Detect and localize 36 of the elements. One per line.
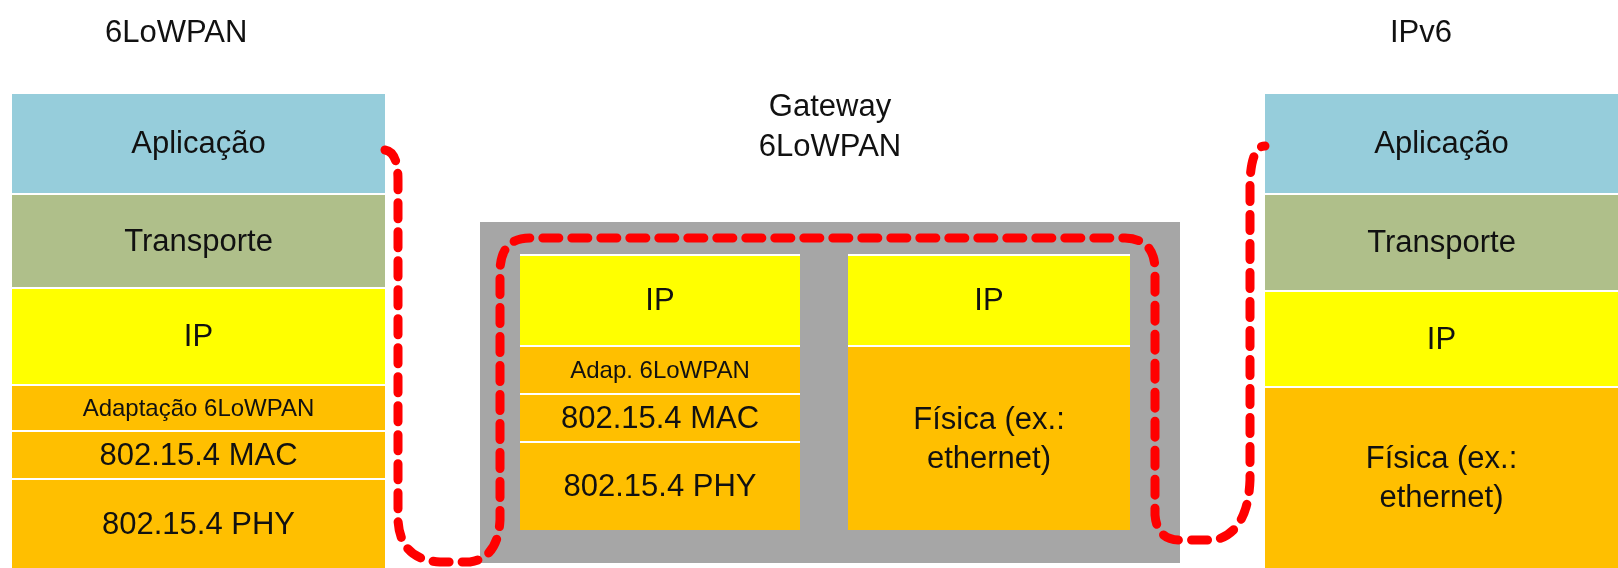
layer-label: Aplicação: [131, 124, 266, 163]
layer-box: [520, 393, 800, 441]
layer-box: [12, 478, 385, 568]
layer-label: IP: [183, 317, 214, 356]
layer-box: [12, 430, 385, 478]
layer-label: IP: [974, 281, 1004, 320]
layer-label: Física (ex.: ethernet): [912, 399, 1066, 477]
layer-label: 802.15.4 PHY: [563, 467, 757, 506]
layer-box: [12, 193, 385, 287]
layer-label: IP: [1426, 319, 1457, 358]
gateway-heading: Gateway 6LoWPAN: [757, 87, 903, 166]
layer-label: Adaptação 6LoWPAN: [82, 393, 315, 423]
layer-box: [520, 345, 800, 393]
layer-box: [12, 287, 385, 384]
dashed-path: [380, 141, 1270, 567]
layer-label: 802.15.4 MAC: [99, 435, 298, 474]
layer-box: [848, 345, 1130, 530]
layer-label: 802.15.4 MAC: [560, 398, 760, 437]
layer-box: [520, 254, 800, 345]
layer-label: Adap. 6LoWPAN: [570, 355, 750, 385]
layer-box: [1265, 386, 1618, 568]
layer-box: [1265, 193, 1618, 290]
layer-box: [1265, 94, 1618, 193]
layer-label: Física (ex.: ethernet): [1364, 439, 1519, 516]
layer-label: Aplicação: [1374, 124, 1509, 163]
stack-title: IPv6: [1390, 14, 1453, 50]
layer-label: 802.15.4 PHY: [102, 504, 295, 543]
layer-box: [848, 254, 1130, 345]
layer-box: [1265, 290, 1618, 386]
stack-title: 6LoWPAN: [105, 14, 248, 50]
layer-label: IP: [645, 281, 675, 320]
layer-label: Transporte: [1367, 223, 1516, 262]
layer-label: Transporte: [124, 221, 273, 260]
layer-box: [520, 441, 800, 530]
layer-box: [12, 384, 385, 430]
layer-box: [12, 94, 385, 193]
